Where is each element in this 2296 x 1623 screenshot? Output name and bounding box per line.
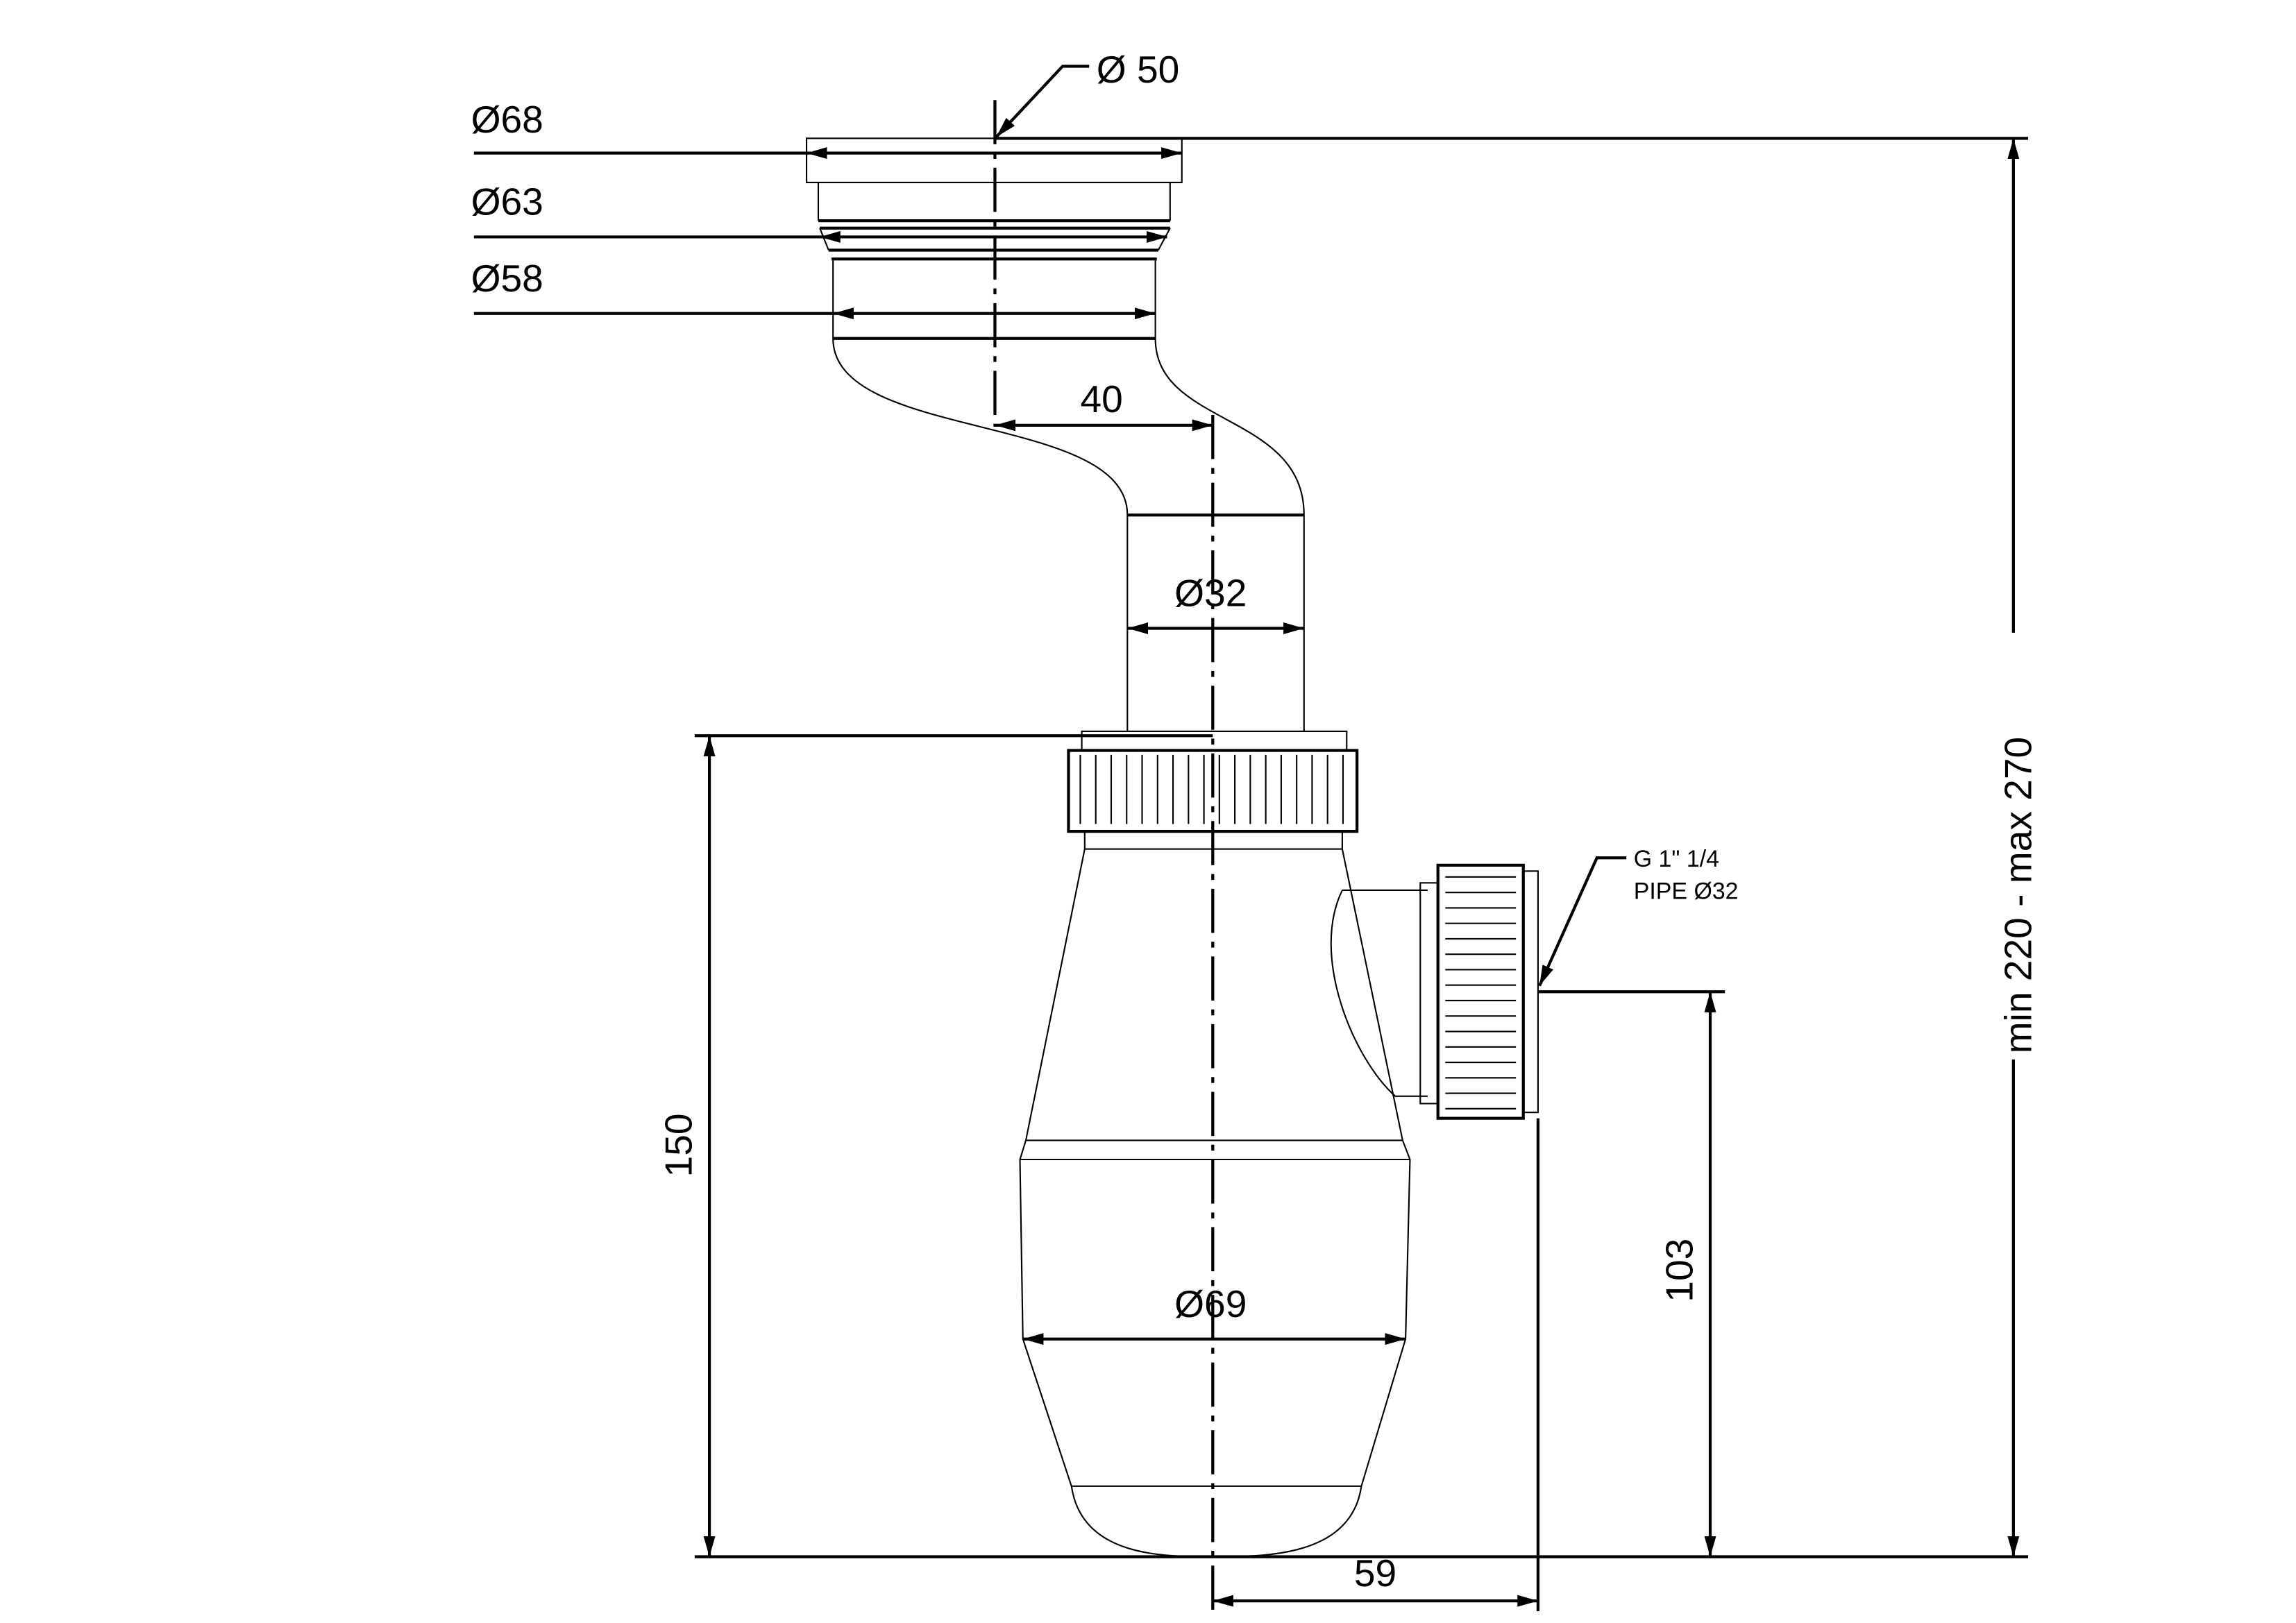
dim-d58-label: Ø58 (471, 257, 543, 300)
outlet-thread-label: G 1" 1/4 PIPE Ø32 (1538, 846, 1739, 987)
dim-d32: Ø32 (1127, 572, 1304, 634)
dim-d68: Ø68 (471, 98, 1182, 160)
dim-h103-label: 103 (1658, 1239, 1701, 1302)
outlet-label-line2: PIPE Ø32 (1634, 878, 1739, 905)
offset-tube (832, 338, 1305, 731)
dim-h103: 103 (1537, 990, 1725, 1557)
dim-d68-label: Ø68 (471, 98, 543, 141)
side-outlet (1330, 863, 1539, 1120)
dim-h150: 150 (657, 734, 2029, 1558)
dim-offset-40: 40 (995, 377, 1213, 432)
dim-w59: 59 (1213, 1118, 1540, 1611)
bottle-body (1019, 849, 1411, 1558)
dim-d50: Ø 50 (995, 48, 1180, 138)
outlet-label-line1: G 1" 1/4 (1634, 846, 1719, 872)
dim-d63-label: Ø63 (471, 180, 543, 223)
dim-h150-label: 150 (657, 1113, 700, 1177)
dim-w59-label: 59 (1354, 1552, 1396, 1595)
dim-d69: Ø69 (1022, 1282, 1406, 1345)
dim-d69-label: Ø69 (1174, 1282, 1247, 1325)
dim-total-height-label: min 220 - max 270 (1996, 737, 2039, 1054)
dim-offset-40-label: 40 (1080, 377, 1122, 420)
top-nut (1067, 730, 1359, 850)
dim-d58: Ø58 (471, 257, 1156, 320)
dim-d32-label: Ø32 (1174, 572, 1247, 615)
dim-d50-label: Ø 50 (1097, 48, 1180, 91)
dim-total-height: min 220 - max 270 (1989, 138, 2041, 1557)
dim-d63: Ø63 (471, 180, 1167, 243)
